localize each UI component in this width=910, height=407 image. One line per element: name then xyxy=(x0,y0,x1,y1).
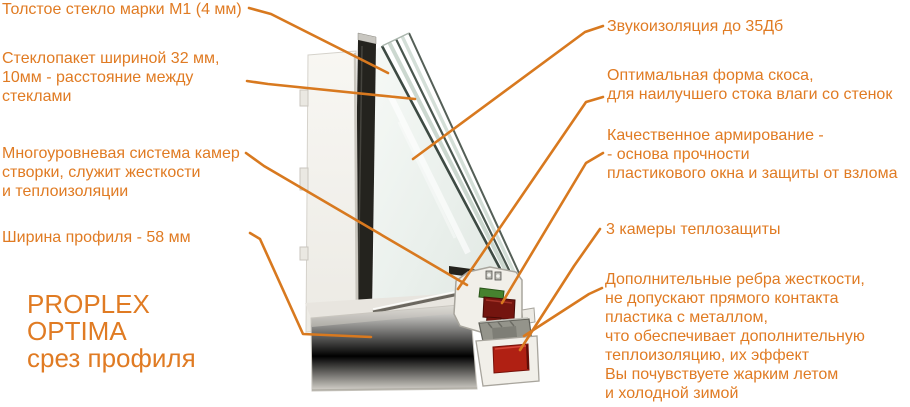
jamb-tab-3 xyxy=(299,246,309,261)
leader-line-glazing-unit xyxy=(245,79,417,101)
callout-reinforcement: Качественное армирование - - основа проч… xyxy=(607,127,898,182)
connector-recess xyxy=(492,326,517,339)
frame-face-shadow xyxy=(311,304,471,327)
jamb-tab-1 xyxy=(299,89,309,107)
pane-gap-1 xyxy=(387,41,511,278)
frame-bottom xyxy=(305,290,478,392)
frame-bottom-edge xyxy=(311,387,478,391)
leader-line-stiffening-ribs xyxy=(522,286,604,338)
clip-head-1 xyxy=(487,273,491,277)
leader-line-drainage-slope xyxy=(456,95,605,291)
gasket-highlight xyxy=(357,45,363,307)
leader-line-thermal-chambers xyxy=(518,227,602,352)
connector-notch-3 xyxy=(509,320,515,327)
leader-line-sash-chambers xyxy=(244,151,469,287)
pane-edge-front xyxy=(380,45,507,279)
leader-line-sound-insulation xyxy=(411,24,605,161)
callout-profile-width: Ширина профиля - 58 мм xyxy=(2,229,191,246)
callout-glazing-unit: Стеклопакет шириной 32 мм, 10мм - рассто… xyxy=(2,50,220,105)
connector-highlight xyxy=(479,317,529,323)
glass-front-pane xyxy=(373,46,505,313)
leader-line-reinforcement xyxy=(500,151,605,305)
glazing-gasket-strip xyxy=(354,32,377,315)
glass-reflection xyxy=(387,93,471,255)
callout-glass-thickness: Толстое стекло марки М1 (4 мм) xyxy=(2,1,242,18)
jamb-right-shade xyxy=(353,52,359,330)
callout-sound-insulation: Звукоизоляция до 35Дб xyxy=(607,18,784,35)
callout-stiffening-ribs: Дополнительные ребра жесткости, не допус… xyxy=(605,271,865,402)
leader-line-glass-thickness xyxy=(247,6,390,75)
frame-front-face xyxy=(310,303,478,392)
glass-reflection-2 xyxy=(397,121,457,239)
connector-notch-1 xyxy=(487,322,493,329)
leader-line-profile-width xyxy=(248,231,373,339)
callout-thermal-chambers: 3 камеры теплозащиты xyxy=(606,221,781,238)
clip-head-2 xyxy=(496,274,500,278)
glazing-bead-highlight xyxy=(372,290,460,310)
pane-tips xyxy=(381,32,410,47)
sash-steel-highlight xyxy=(485,299,513,304)
brand-proplex-optima: PROPLEX OPTIMA срез профиля xyxy=(27,289,196,373)
frame-cross-section xyxy=(475,335,540,387)
glass-seat-seam xyxy=(372,292,460,314)
callout-drainage-slope: Оптимальная форма скоса, для наилучшего … xyxy=(607,67,893,103)
callout-sash-chambers: Многоуровневая система камер створки, сл… xyxy=(2,145,240,200)
frame-steel-shadow xyxy=(526,344,529,370)
leader-lines xyxy=(244,6,605,352)
window-profile-photo xyxy=(299,32,540,392)
connector-notch-2 xyxy=(497,321,503,328)
pane-edge-back xyxy=(408,32,520,274)
